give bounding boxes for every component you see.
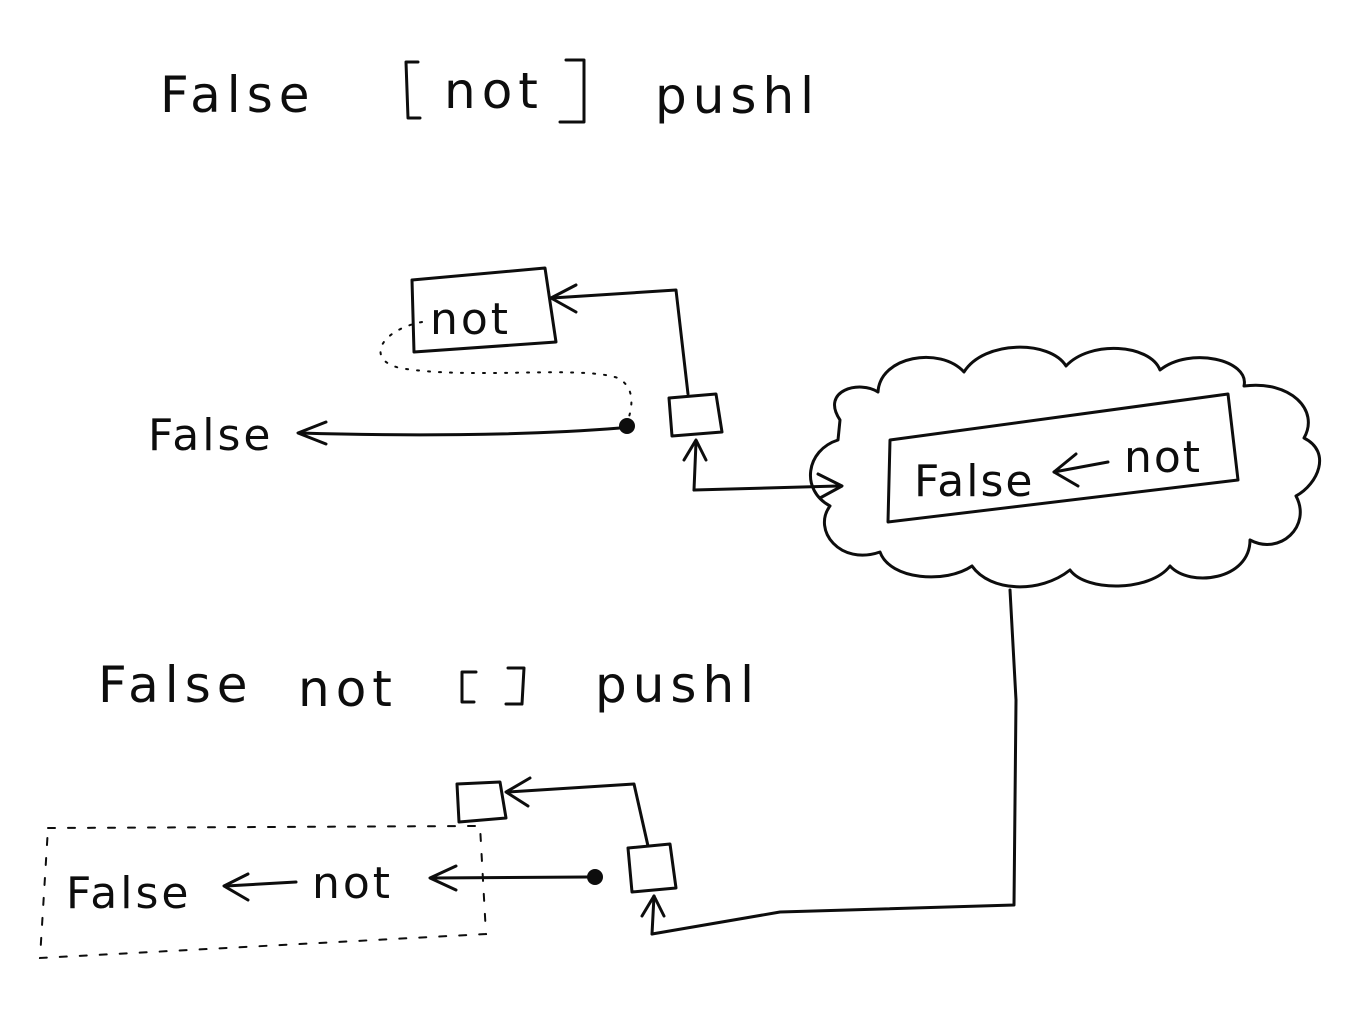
- line2-false-word: False: [98, 656, 254, 714]
- arrow-to-empty-box-head: [504, 776, 532, 808]
- arrow-to-not-box: [550, 288, 690, 396]
- line2-pushl-word: pushl: [595, 656, 760, 714]
- dotted-link-curve: [379, 321, 633, 421]
- up-arrow-into-cell-2: [650, 894, 656, 936]
- cloud-arrow-shaft: [1052, 460, 1110, 474]
- up-arrow-into-cell: [692, 440, 698, 492]
- cloud-arrow-head: [1052, 452, 1080, 488]
- cloud-not-word: not: [1124, 432, 1202, 483]
- up-arrow-into-cell-head: [682, 438, 708, 462]
- false-label: False: [148, 410, 273, 461]
- quotation-box-not: [410, 266, 558, 354]
- pointer-dot-2: [587, 869, 603, 885]
- arrow-to-dashed-box: [430, 875, 590, 880]
- arrow-to-not-box-head: [549, 283, 578, 314]
- cloud-false-word: False: [914, 456, 1034, 507]
- arrow-to-false-head: [296, 420, 328, 446]
- arrow-to-dashed-box-head: [428, 864, 458, 892]
- pointer-dot: [619, 418, 635, 434]
- line1-pushl-word: pushl: [655, 67, 820, 125]
- arrow-to-cloud: [692, 484, 840, 492]
- arrow-to-cloud-head: [816, 472, 844, 500]
- quotation-box-label: not: [430, 294, 511, 345]
- line1-false-word: False: [160, 66, 316, 124]
- dashed-arrow-head: [222, 872, 250, 902]
- dashed-arrow-shaft: [224, 880, 298, 888]
- arrow-to-false: [298, 426, 622, 437]
- dashed-not-word: not: [312, 858, 393, 909]
- line1-close-bracket: [558, 58, 586, 124]
- arrow-to-empty-box: [506, 782, 650, 848]
- line1-open-bracket: [404, 60, 422, 120]
- cloud-inner-box: [886, 392, 1240, 524]
- dashed-false-word: False: [66, 868, 191, 919]
- up-arrow-into-cell-2-head: [640, 894, 666, 918]
- expression-line-2: False not pushl: [98, 656, 760, 718]
- cons-cell-box-2: [626, 842, 678, 894]
- empty-quotation-box: [455, 780, 508, 824]
- long-return-line: [650, 588, 1018, 936]
- cons-cell-box: [667, 392, 724, 438]
- cloud-shape: [808, 345, 1322, 589]
- line2-not-word: not: [298, 660, 398, 718]
- dashed-region: [38, 824, 488, 960]
- diagram-2: False not: [38, 776, 678, 960]
- cloud-group: False not: [808, 345, 1322, 589]
- diagram-1: not False: [148, 266, 844, 500]
- line2-close-bracket: [504, 666, 526, 706]
- expression-line-1: False not pushl: [160, 58, 820, 125]
- line1-not-word: not: [444, 62, 544, 120]
- line2-open-bracket: [460, 670, 478, 704]
